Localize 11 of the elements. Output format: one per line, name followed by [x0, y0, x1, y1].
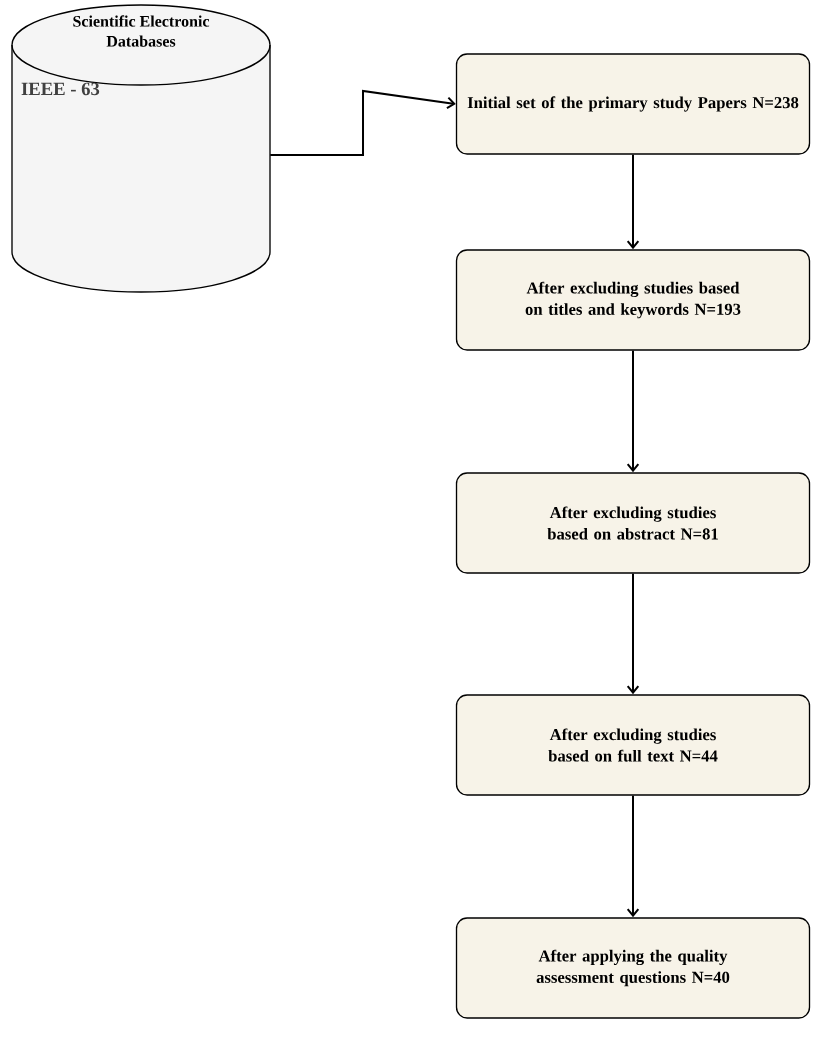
process-box: After excluding studies based on titles and keywords N=193: [455, 249, 811, 351]
process-box: After excluding studies based on full text N=44: [455, 694, 811, 796]
database-cylinder: Scientific Electronic Databases IEEE - 63: [11, 4, 271, 293]
process-box: Initial set of the primary study Papers N=238: [455, 53, 811, 155]
process-box: After applying the quality assessment questions N=40: [455, 917, 811, 1019]
arrow: [626, 572, 640, 695]
arrow: [626, 153, 640, 250]
arrow: [626, 349, 640, 473]
arrow: [626, 794, 640, 918]
arrow: [269, 89, 456, 156]
process-box: After excluding studies based on abstract N=81: [455, 472, 811, 574]
